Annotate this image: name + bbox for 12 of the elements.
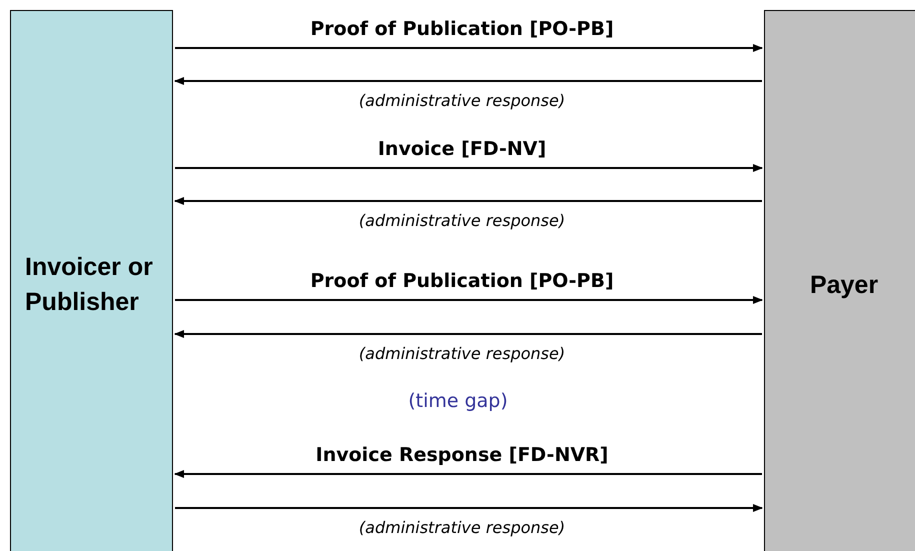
arrow <box>174 77 762 85</box>
participant-label: Invoicer or Publisher <box>25 252 154 318</box>
arrow <box>174 470 762 478</box>
arrow <box>175 504 763 512</box>
arrow <box>175 164 763 172</box>
arrow <box>174 197 762 205</box>
participant-box <box>10 10 173 551</box>
arrow <box>175 296 763 304</box>
participant-box <box>764 10 915 551</box>
arrow <box>174 330 762 338</box>
participant-label: Payer <box>810 270 878 300</box>
arrow <box>175 44 763 52</box>
